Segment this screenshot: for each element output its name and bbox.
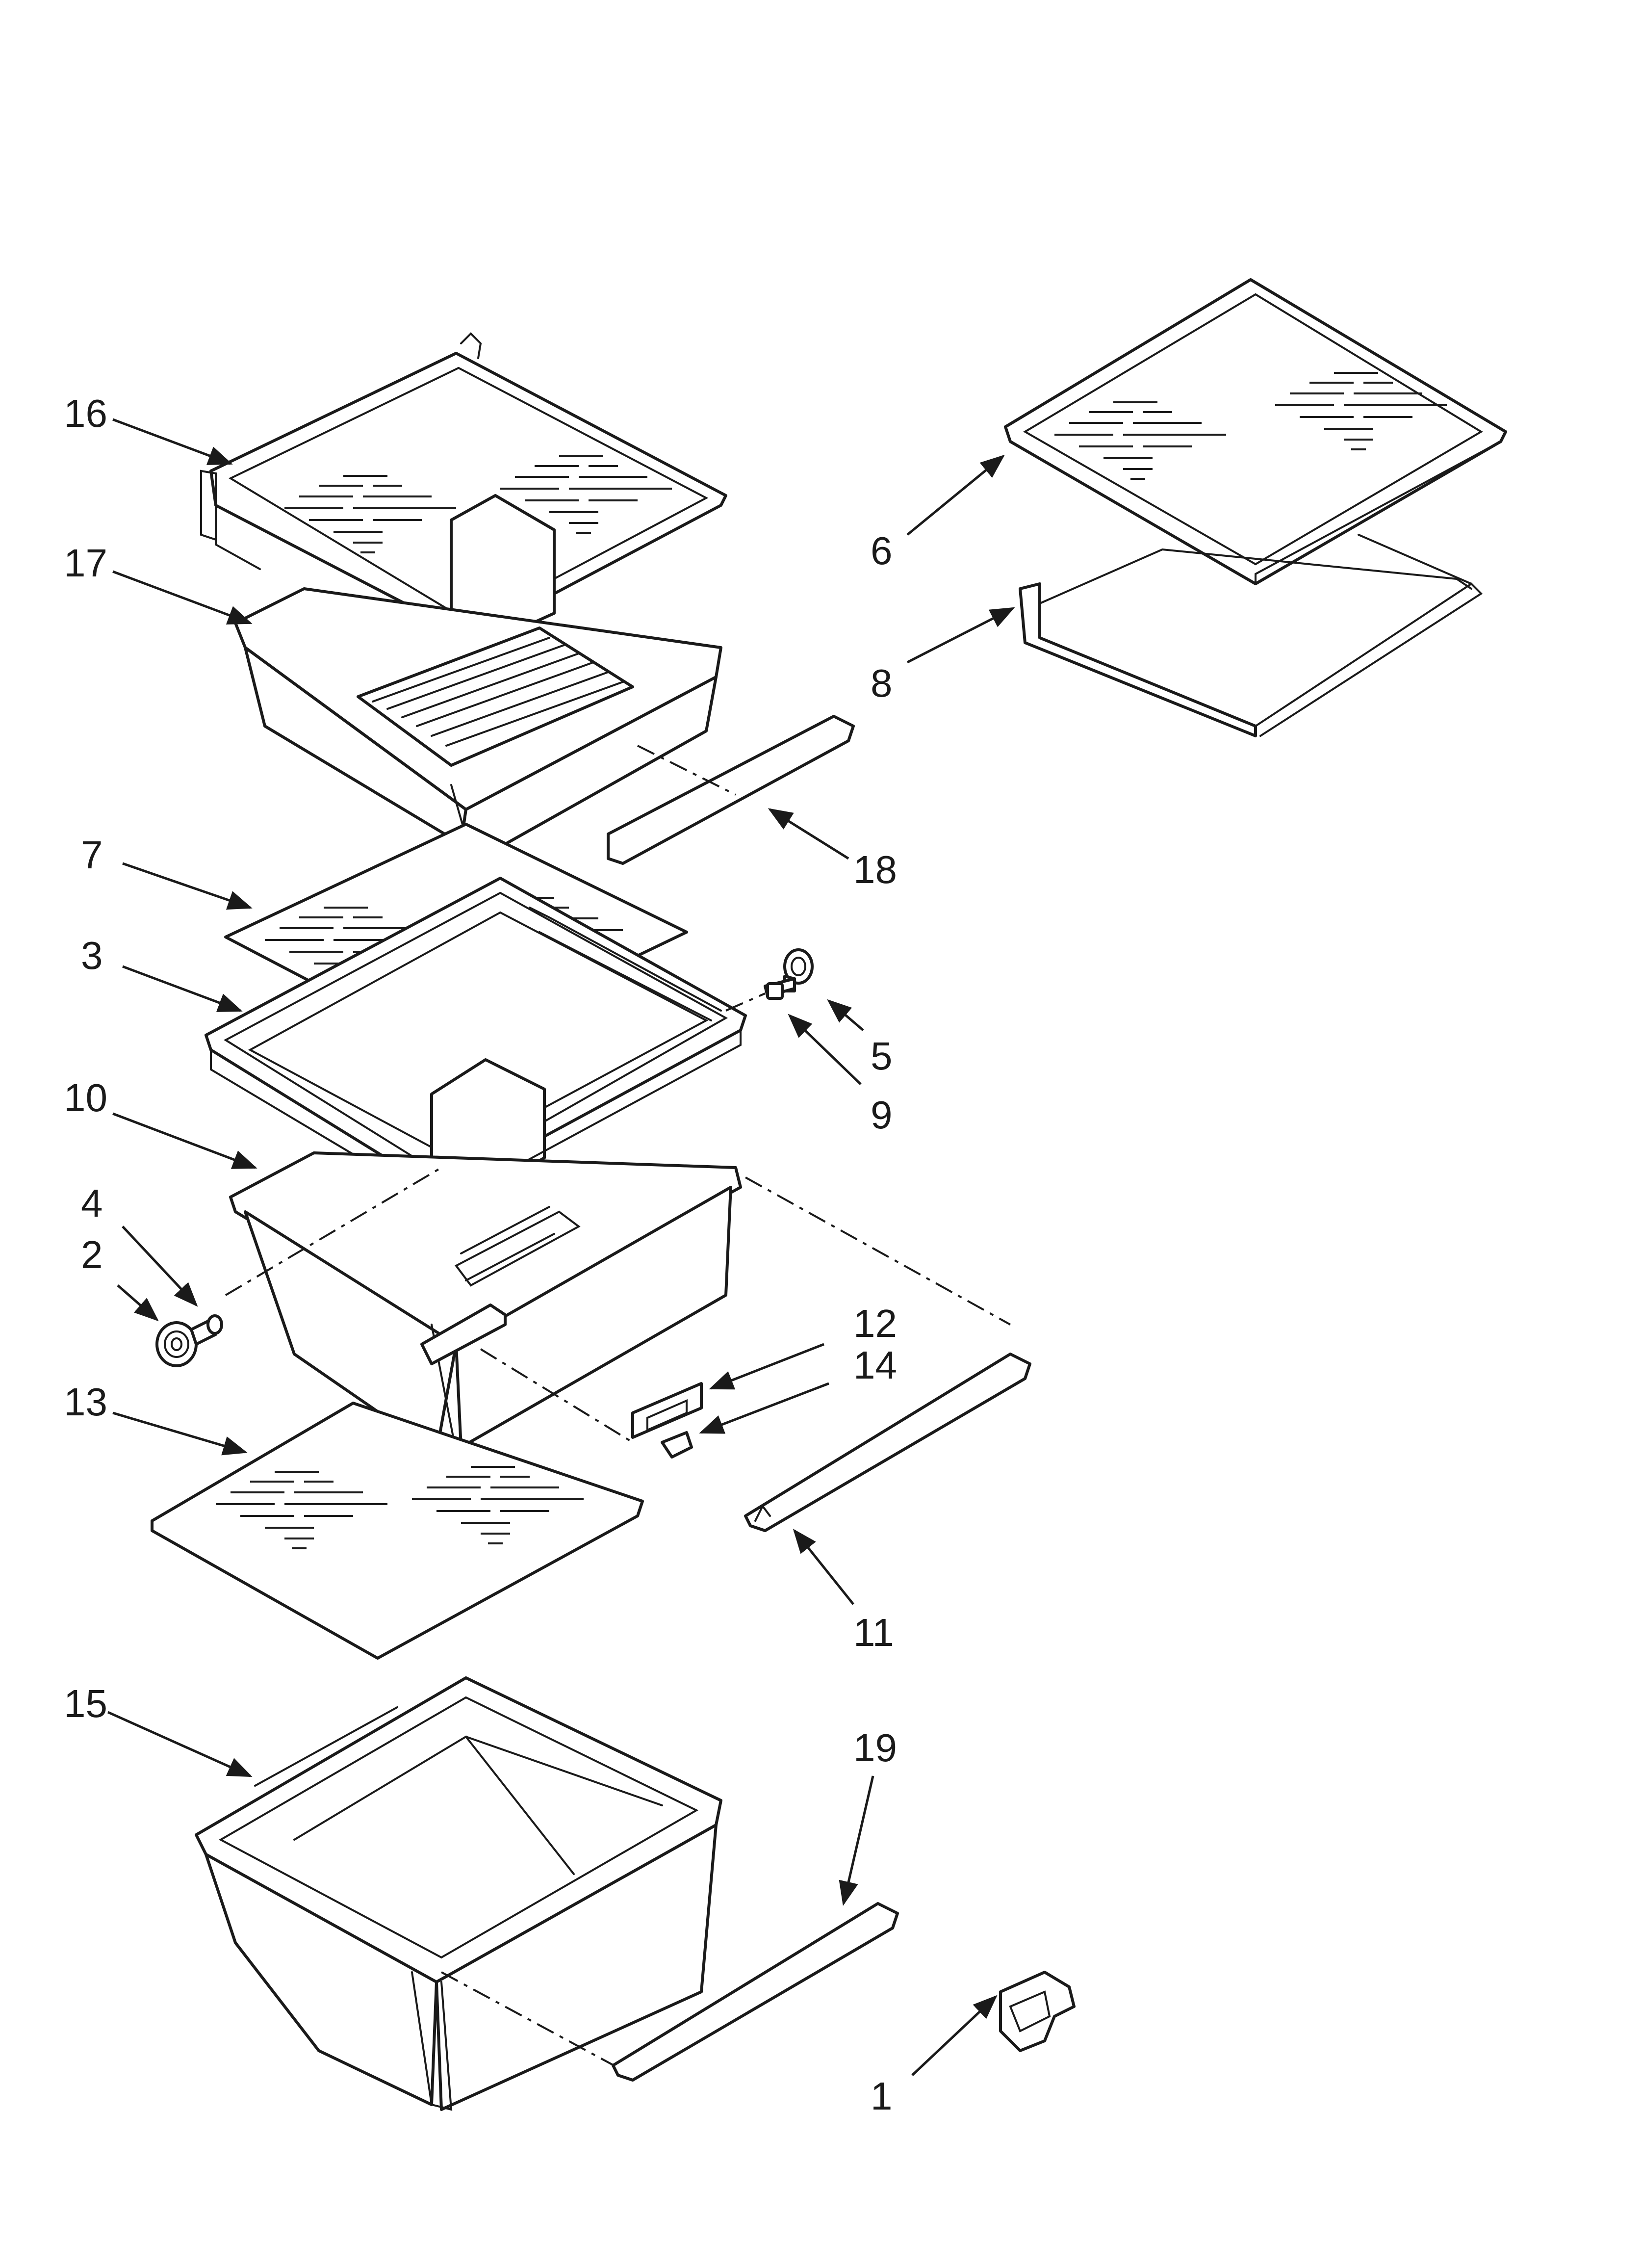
leader-10 [112,1112,257,1169]
callout-17: 17 [64,541,107,585]
part-12-humidity-control [631,1382,703,1439]
callout-13: 13 [64,1380,107,1424]
part-13-glass-shelf-lower [151,1402,644,1660]
leader-8 [906,607,1015,664]
part-15-crisper-pan-lower [195,1676,722,2111]
part-1-clip [999,1971,1076,2052]
leader-6 [906,454,1005,536]
leader-3 [122,965,243,1012]
part-19-drawer-trim-lower [612,1902,899,2082]
callout-7: 7 [81,833,103,877]
part-17-crisper-pan-upper [234,587,722,865]
leader-12 [709,1343,824,1390]
leader-19 [839,1775,874,1906]
callout-10: 10 [64,1076,107,1120]
leader-13 [112,1411,248,1456]
part-10-crisper-pan-middle [225,1151,1011,1454]
callout-14: 14 [853,1343,897,1387]
leader-2 [117,1284,159,1322]
leader-18 [768,808,849,860]
callout-11: 11 [853,1611,894,1654]
callout-8: 8 [871,661,893,705]
callout-15: 15 [64,1682,107,1725]
leader-4 [122,1225,198,1307]
leader-15 [107,1711,253,1777]
leader-7 [122,862,253,910]
callout-18: 18 [853,848,897,891]
leader-11 [793,1529,854,1605]
part-4-roller-axle [190,1314,223,1346]
callout-6: 6 [871,529,893,573]
leader-9 [788,1014,862,1085]
callout-3: 3 [81,934,103,977]
leader-16 [112,418,233,465]
leader-14 [699,1382,829,1434]
callout-19: 19 [853,1726,897,1770]
leader-1 [911,1995,998,2076]
callout-4: 4 [81,1181,103,1225]
callout-12: 12 [853,1302,897,1345]
callout-1: 1 [871,2074,893,2118]
callout-labels: 16 17 6 8 18 7 3 5 9 10 4 2 12 14 13 11 … [64,391,897,2118]
leader-17 [112,570,253,625]
part-9-screw [725,977,796,1012]
part-14-humidity-slide [661,1431,693,1459]
callout-16: 16 [64,391,107,435]
callout-2: 2 [81,1233,103,1277]
part-8-shelf-bracket [1019,534,1483,737]
part-18-drawer-trim-upper [607,715,855,865]
leader-5 [827,999,864,1031]
callout-9: 9 [871,1093,893,1137]
leader-lines [107,418,1015,2076]
part-11-drawer-trim-middle [744,1353,1031,1532]
part-6-glass-shelf [1004,278,1507,585]
callout-5: 5 [871,1034,893,1078]
part-16-crisper-cover-frame [200,332,727,639]
